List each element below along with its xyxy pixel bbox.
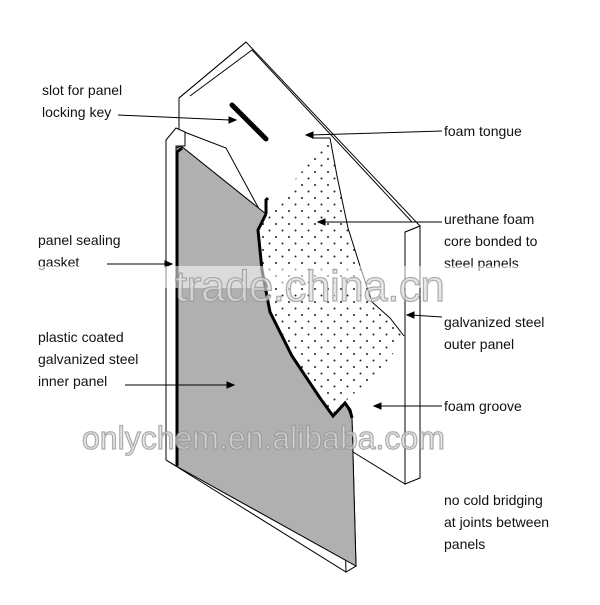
label-line: at joints between bbox=[444, 514, 550, 530]
label-line: panels bbox=[444, 536, 486, 552]
label-line: slot for panel bbox=[42, 82, 123, 98]
label-slot-locking-key: slot for panel locking key bbox=[42, 79, 122, 123]
label-line: inner panel bbox=[38, 373, 108, 389]
watermark-band bbox=[30, 266, 570, 288]
label-foam-groove: foam groove bbox=[444, 395, 522, 417]
label-line: foam tongue bbox=[444, 123, 522, 139]
label-line: galvanized steel bbox=[38, 351, 139, 367]
label-line: plastic coated bbox=[38, 329, 124, 345]
label-line: foam groove bbox=[444, 398, 522, 414]
label-line: no cold bridging bbox=[444, 492, 543, 508]
label-line: galvanized steel bbox=[444, 314, 545, 330]
watermark-trade-china: trade.china.cn bbox=[174, 261, 445, 311]
label-line: locking key bbox=[42, 104, 112, 120]
label-line: outer panel bbox=[444, 336, 515, 352]
label-foam-tongue: foam tongue bbox=[444, 120, 522, 142]
label-line: panel sealing bbox=[38, 232, 121, 248]
locking-key-slot bbox=[229, 102, 269, 142]
leader-lines bbox=[107, 114, 443, 410]
label-line: urethane foam bbox=[444, 211, 535, 227]
label-outer-panel: galvanized steel outer panel bbox=[444, 311, 544, 355]
label-inner-panel: plastic coated galvanized steel inner pa… bbox=[38, 326, 138, 392]
inner-panel bbox=[175, 145, 357, 567]
label-line: core bonded to bbox=[444, 233, 538, 249]
label-foam-core: urethane foam core bonded to steel panel… bbox=[444, 208, 537, 274]
watermark-onlychem: onlychem.en.alibaba.com bbox=[81, 419, 445, 456]
label-no-cold-bridging: no cold bridging at joints between panel… bbox=[444, 489, 549, 555]
